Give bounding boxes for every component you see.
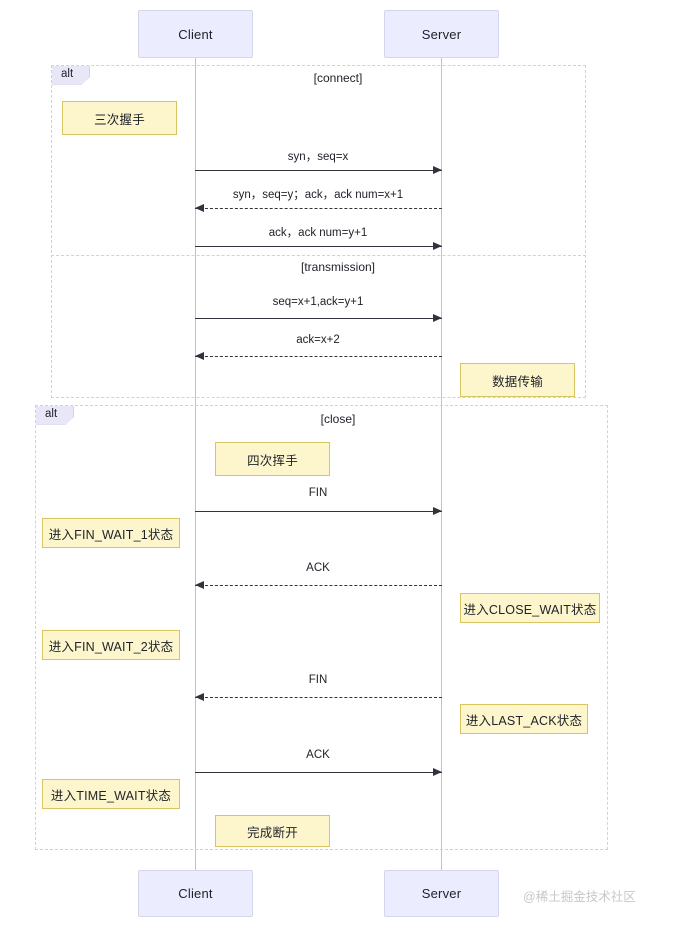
message-label-syn-seq-x: syn，seq=x bbox=[288, 148, 348, 164]
message-line-ack-1 bbox=[195, 585, 442, 586]
section-label-close: [close] bbox=[288, 412, 388, 426]
message-label-ack-1: ACK bbox=[306, 562, 330, 574]
message-label-ack-x2-text: ack=x+2 bbox=[296, 334, 340, 346]
alt-frame-close bbox=[35, 405, 608, 850]
lifeline-server bbox=[441, 58, 442, 870]
message-line-syn-seq-x bbox=[195, 170, 442, 171]
watermark: @稀土掘金技术社区 bbox=[523, 886, 636, 905]
actor-server-top[interactable]: Server bbox=[384, 10, 499, 58]
message-label-ack-2: ACK bbox=[306, 749, 330, 761]
message-line-fin-1 bbox=[195, 511, 442, 512]
alt-frame-connect-divider bbox=[51, 255, 586, 256]
note-four-way-wave: 四次挥手 bbox=[215, 442, 330, 476]
message-label-ack-num-y1-text: ack，ack num=y+1 bbox=[268, 227, 368, 239]
message-line-ack-x2 bbox=[195, 356, 442, 357]
actor-client-top-label: Client bbox=[178, 26, 213, 42]
note-three-way-handshake: 三次握手 bbox=[62, 101, 177, 135]
message-label-ack-num-y1: ack，ack num=y+1 bbox=[269, 224, 367, 240]
arrow-head-synack bbox=[195, 203, 204, 212]
message-label-fin-2-text: FIN bbox=[308, 674, 328, 686]
note-close-wait-label: 进入CLOSE_WAIT状态 bbox=[463, 602, 597, 617]
alt-frame-connect-tab-label: alt bbox=[61, 68, 74, 80]
actor-server-bottom[interactable]: Server bbox=[384, 870, 499, 917]
arrow-head-ack-2 bbox=[433, 767, 442, 776]
note-disconnect-complete: 完成断开 bbox=[215, 815, 330, 847]
message-line-ack-2 bbox=[195, 772, 442, 773]
section-label-connect-text: [connect] bbox=[313, 71, 363, 85]
actor-server-bottom-label: Server bbox=[421, 886, 462, 901]
note-fin-wait-1: 进入FIN_WAIT_1状态 bbox=[42, 518, 180, 548]
note-fin-wait-2-label: 进入FIN_WAIT_2状态 bbox=[48, 639, 174, 654]
arrow-head-seq-x1-ack-y1 bbox=[433, 313, 442, 322]
section-label-transmission-text: [transmission] bbox=[300, 260, 376, 274]
alt-frame-connect-tab: alt bbox=[52, 66, 91, 85]
message-label-seq-x1-ack-y1: seq=x+1,ack=y+1 bbox=[273, 296, 364, 308]
arrow-head-ack-x2 bbox=[195, 351, 204, 360]
note-time-wait-label: 进入TIME_WAIT状态 bbox=[50, 788, 172, 803]
section-label-connect: [connect] bbox=[268, 71, 408, 85]
note-data-transmission-label: 数据传输 bbox=[492, 374, 543, 389]
arrow-head-ack-num-y1 bbox=[433, 241, 442, 250]
arrow-head-fin-1 bbox=[433, 506, 442, 515]
message-label-seq-x1-ack-y1-text: seq=x+1,ack=y+1 bbox=[272, 296, 364, 308]
arrow-head-syn-seq-x bbox=[433, 165, 442, 174]
alt-frame-close-tab: alt bbox=[36, 406, 75, 425]
message-label-fin-1: FIN bbox=[309, 487, 328, 499]
message-label-fin-2: FIN bbox=[309, 674, 328, 686]
note-fin-wait-2: 进入FIN_WAIT_2状态 bbox=[42, 630, 180, 660]
arrow-head-ack-1 bbox=[195, 580, 204, 589]
actor-server-top-label: Server bbox=[421, 26, 462, 42]
alt-frame-connect bbox=[51, 65, 586, 398]
message-label-syn-seq-x-text: syn，seq=x bbox=[287, 151, 349, 163]
note-last-ack-label: 进入LAST_ACK状态 bbox=[465, 713, 583, 728]
note-time-wait: 进入TIME_WAIT状态 bbox=[42, 779, 180, 809]
message-label-ack-x2: ack=x+2 bbox=[296, 334, 339, 346]
note-three-way-handshake-label: 三次握手 bbox=[94, 112, 145, 127]
message-label-fin-1-text: FIN bbox=[308, 487, 328, 499]
arrow-head-fin-2 bbox=[195, 692, 204, 701]
message-line-fin-2 bbox=[195, 697, 442, 698]
message-line-synack bbox=[195, 208, 442, 209]
watermark-text: @稀土掘金技术社区 bbox=[523, 890, 636, 904]
message-line-seq-x1-ack-y1 bbox=[195, 318, 442, 319]
note-four-way-wave-label: 四次挥手 bbox=[247, 453, 298, 468]
note-last-ack: 进入LAST_ACK状态 bbox=[460, 704, 588, 734]
note-data-transmission: 数据传输 bbox=[460, 363, 575, 397]
message-label-ack-1-text: ACK bbox=[306, 562, 330, 574]
message-line-ack-num-y1 bbox=[195, 246, 442, 247]
alt-frame-close-tab-label: alt bbox=[45, 408, 58, 420]
message-label-synack-text: syn，seq=y；ack，ack num=x+1 bbox=[232, 189, 404, 201]
message-label-ack-2-text: ACK bbox=[306, 749, 330, 761]
section-label-transmission: [transmission] bbox=[258, 260, 418, 274]
message-label-synack: syn，seq=y；ack，ack num=x+1 bbox=[233, 186, 403, 202]
note-fin-wait-1-label: 进入FIN_WAIT_1状态 bbox=[48, 527, 174, 542]
actor-client-top[interactable]: Client bbox=[138, 10, 253, 58]
actor-client-bottom-label: Client bbox=[178, 886, 213, 901]
note-disconnect-complete-label: 完成断开 bbox=[247, 825, 298, 840]
lifeline-client bbox=[195, 58, 196, 870]
note-close-wait: 进入CLOSE_WAIT状态 bbox=[460, 593, 600, 623]
actor-client-bottom[interactable]: Client bbox=[138, 870, 253, 917]
section-label-close-text: [close] bbox=[320, 412, 356, 426]
